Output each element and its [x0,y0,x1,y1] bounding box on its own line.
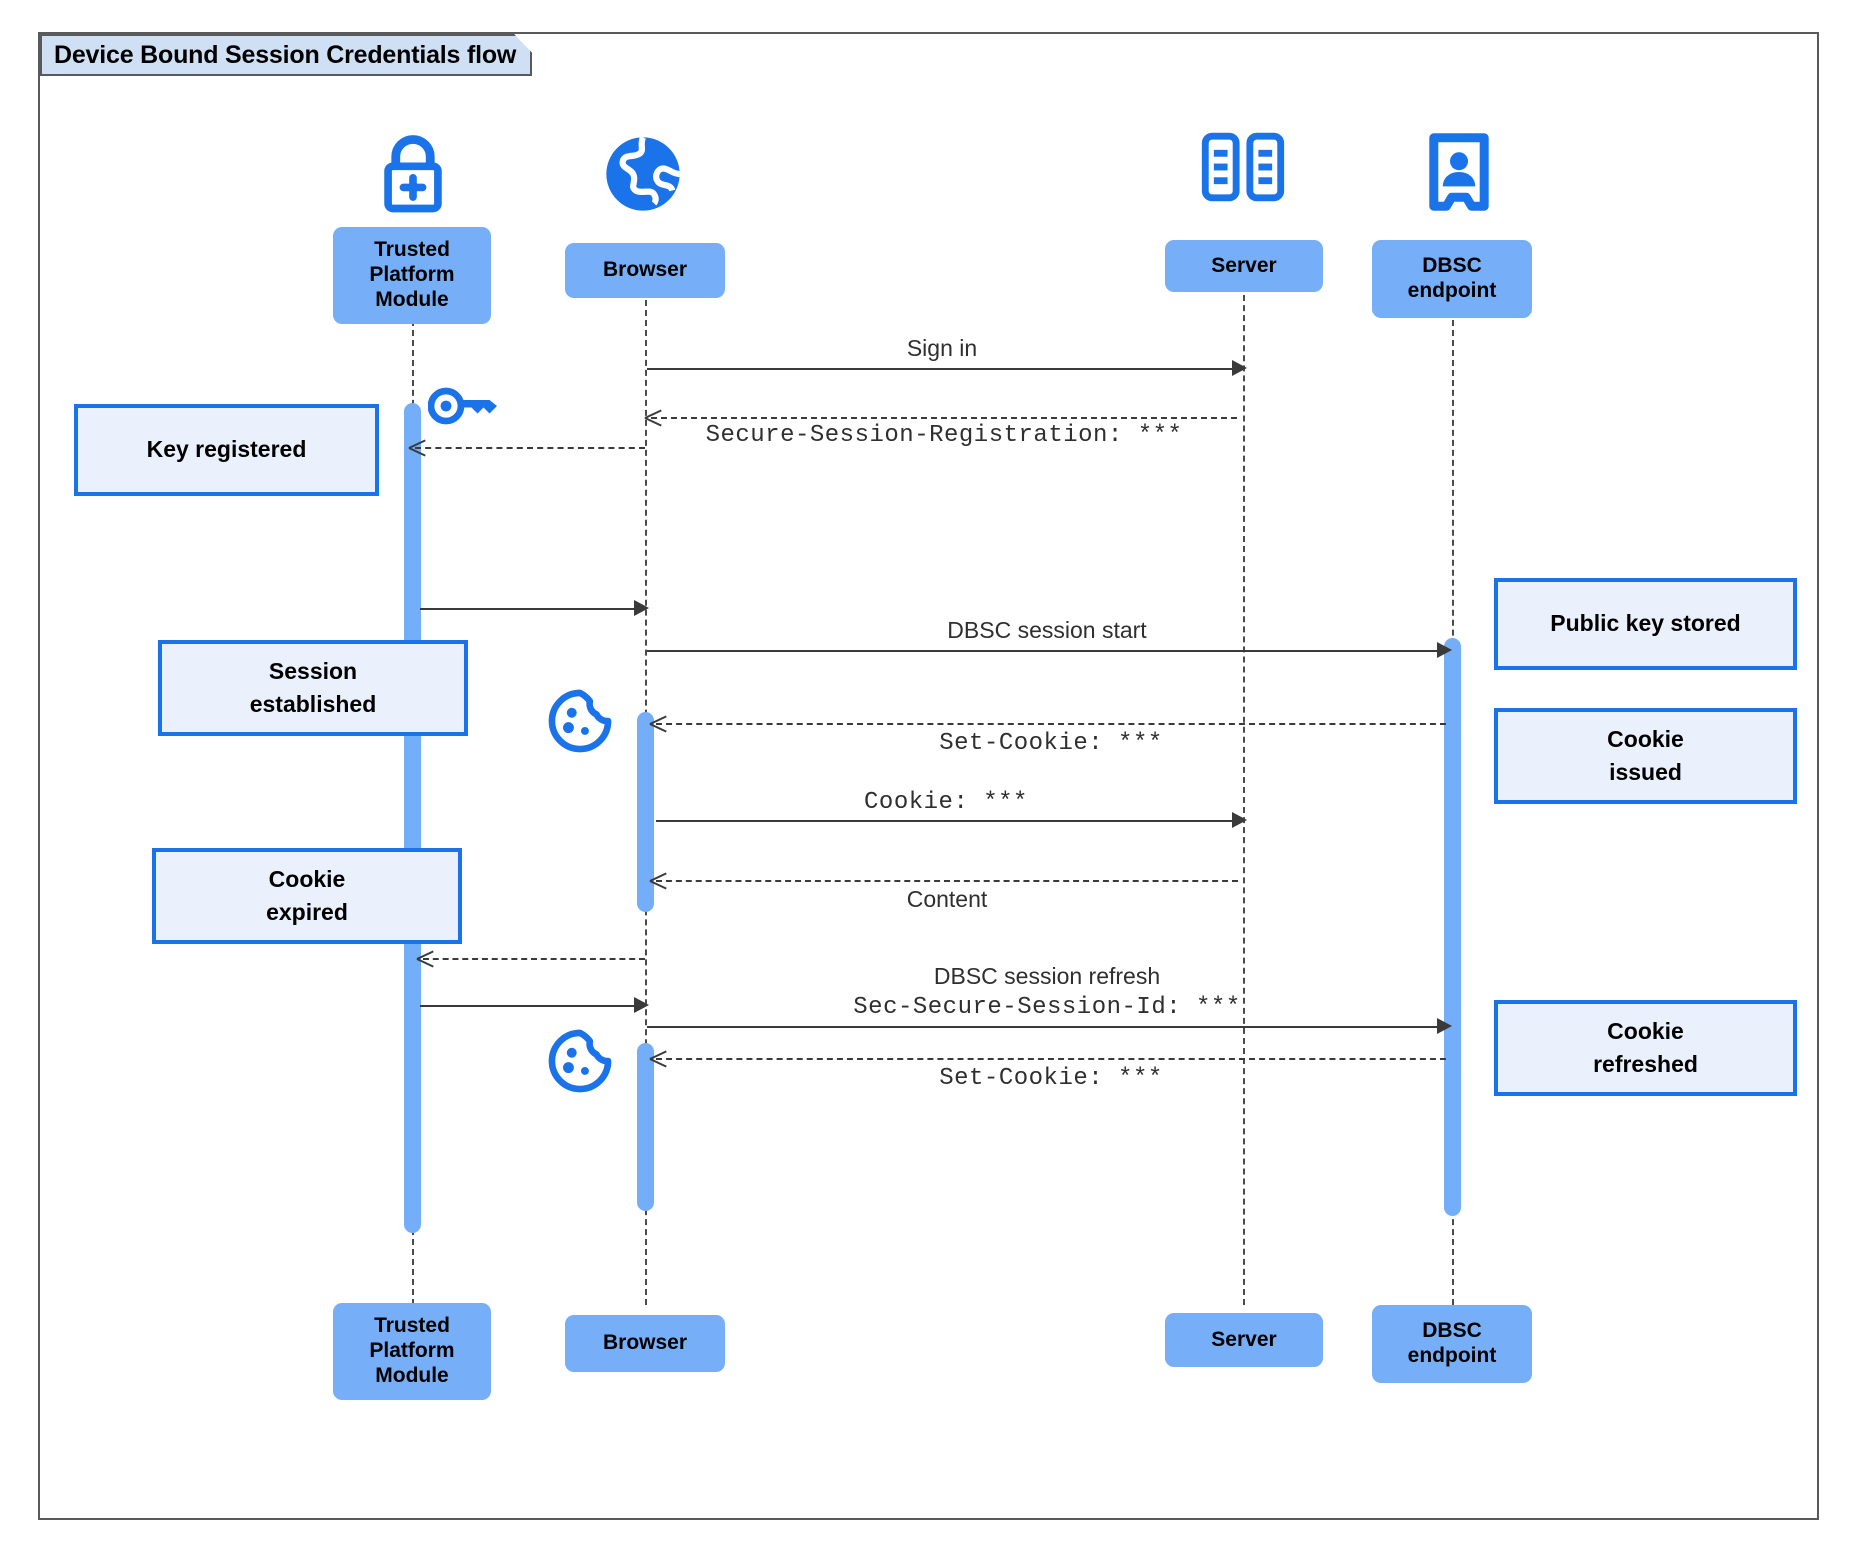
arrow-head-right [1437,642,1452,658]
activation-bar-browser-2 [637,1043,654,1211]
participant-tpm-top[interactable]: Trusted Platform Module [333,227,491,324]
participant-label-line3: Module [375,287,449,311]
note-key-registered: Key registered [74,404,379,496]
message-label-dbsc-session-start: DBSC session start [947,617,1147,643]
activation-bar-browser-1 [637,712,654,912]
participant-label-line1: Trusted [374,238,450,262]
participant-dbsc-bottom[interactable]: DBSC endpoint [1372,1305,1532,1383]
lock-plus-icon [367,128,459,225]
arrow-head-right [1437,1018,1452,1034]
activation-bar-dbsc [1444,638,1461,1216]
arrow-head-right [634,600,649,616]
participant-label-line2: endpoint [1407,279,1497,302]
participant-server-bottom[interactable]: Server [1165,1313,1323,1367]
note-public-key-stored: Public key stored [1494,578,1797,670]
message-line-sign-in [647,368,1237,370]
cookie-icon [547,1028,613,1099]
note-line1: Public key stored [1550,610,1741,637]
message-line-dbsc-session-start [647,650,1447,652]
note-line1: Cookie [268,865,346,892]
arrow-head-open-left [409,438,425,456]
participant-label-line1: Server [1211,253,1277,277]
participant-label-line1: Server [1211,1327,1277,1351]
note-line1: Cookie [1607,725,1684,752]
server-rack-icon [1197,131,1289,208]
activation-bar-tpm [404,403,421,1233]
message-line-cookie-expired-notify [423,958,645,960]
message-line-dbsc-session-refresh [647,1026,1447,1028]
arrow-head-right [1232,812,1247,828]
participant-label-line1: DBSC [1422,254,1482,278]
note-line2: refreshed [1593,1051,1698,1077]
note-session-established: Session established [158,640,468,736]
participant-label-line2: Platform [369,263,455,287]
message-line-set-cookie-2 [656,1058,1446,1060]
message-line-content [656,880,1238,882]
message-line-set-cookie-1 [656,723,1446,725]
participant-label-line1: Browser [602,1331,688,1355]
note-line1: Key registered [146,436,307,463]
participant-browser-bottom[interactable]: Browser [565,1315,725,1372]
message-label-sign-in: Sign in [906,335,978,361]
lifeline-server [1243,285,1245,1305]
message-line-key-ready [420,608,642,610]
arrow-head-right [634,997,649,1013]
participant-server-top[interactable]: Server [1165,240,1323,292]
participant-label-line2: Platform [369,1339,455,1363]
note-line1: Session [268,657,358,684]
globe-icon [599,130,687,223]
id-badge-icon [1423,130,1495,219]
note-line2: established [249,691,377,717]
participant-label-line2: endpoint [1407,1344,1497,1367]
message-label-dbsc-session-refresh: DBSC session refresh [933,963,1161,989]
participant-label-line1: Browser [602,258,688,282]
message-label-set-cookie-1: Set-Cookie: *** [939,730,1163,757]
arrow-head-open-left [417,949,433,967]
note-cookie-expired: Cookie expired [152,848,462,944]
arrow-head-right [1232,360,1247,376]
message-label-set-cookie-2: Set-Cookie: *** [939,1065,1163,1092]
cookie-icon [547,688,613,759]
note-line2: issued [1609,759,1682,785]
diagram-title: Device Bound Session Credentials flow [54,40,517,69]
message-line-cookie [656,820,1236,822]
note-line1: Cookie [1607,1017,1684,1044]
message-label-content: Content [906,886,988,912]
participant-browser-top[interactable]: Browser [565,243,725,298]
note-cookie-issued: Cookie issued [1494,708,1797,804]
note-line2: expired [266,899,348,925]
message-line-register-key [415,447,645,449]
message-label-cookie: Cookie: *** [864,789,1028,816]
diagram-title-tab: Device Bound Session Credentials flow [40,34,532,76]
key-icon [427,382,500,435]
note-cookie-refreshed: Cookie refreshed [1494,1000,1797,1096]
message-line-sign-refresh [420,1005,642,1007]
message-label-sec-secure-session-id: Sec-Secure-Session-Id: *** [853,994,1241,1021]
participant-tpm-bottom[interactable]: Trusted Platform Module [333,1303,491,1400]
participant-label-line1: Trusted [374,1314,450,1338]
participant-dbsc-top[interactable]: DBSC endpoint [1372,240,1532,318]
message-label-secure-session-registration: Secure-Session-Registration: *** [705,422,1183,449]
message-line-secure-session-registration [651,417,1237,419]
participant-label-line3: Module [375,1363,449,1387]
participant-label-line1: DBSC [1422,1319,1482,1343]
